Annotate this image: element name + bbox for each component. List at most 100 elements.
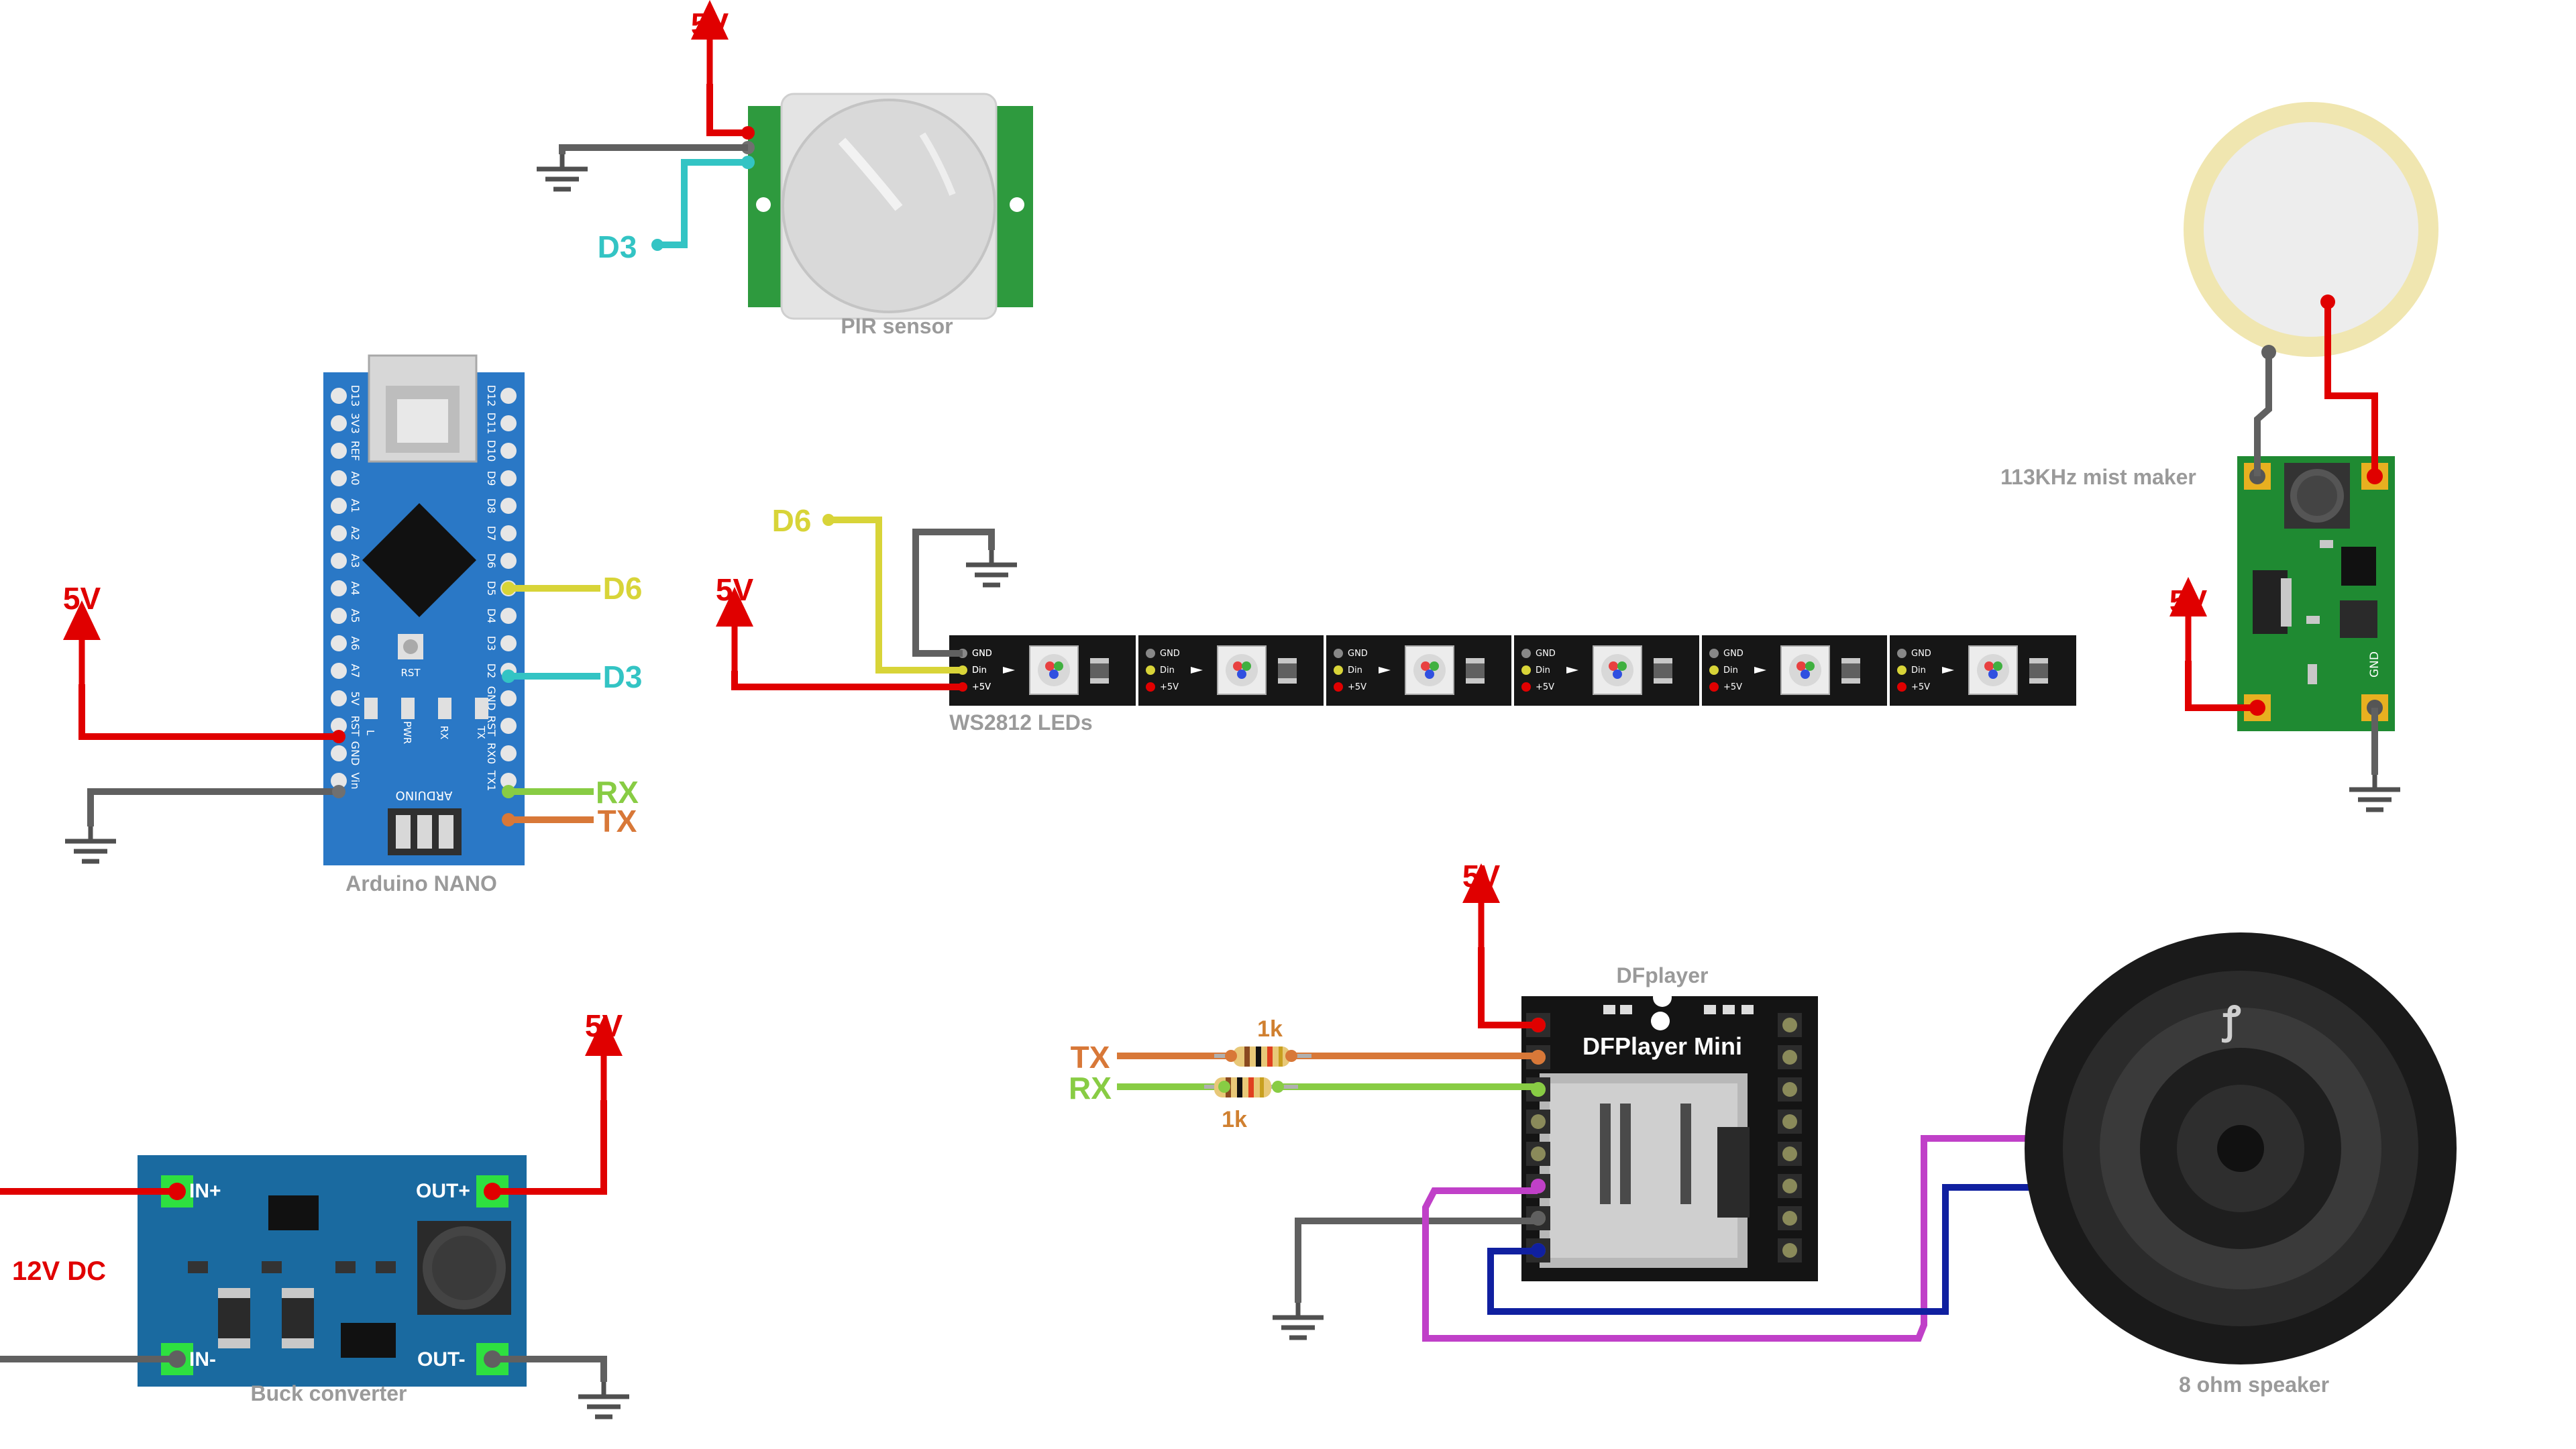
mist-maker: GND 113KHz mist maker (2000, 102, 2438, 731)
dfplayer-5v-label: 5V (1462, 859, 1501, 894)
ground-icon (578, 1382, 629, 1417)
pir-wires (559, 84, 748, 251)
nano-pin-right-13 (500, 745, 517, 761)
nano-pin-left-9 (331, 635, 347, 651)
led-5v-pin: +5V (972, 682, 991, 692)
nano-pin-right-8 (500, 608, 517, 624)
nano-pin-label-left-2: REF (349, 441, 362, 461)
arduino-nano-label: Arduino NANO (345, 871, 497, 896)
mist-maker-label: 113KHz mist maker (2000, 465, 2196, 489)
nano-led-2 (438, 698, 451, 719)
dfplayer-right-pin-4 (1782, 1146, 1797, 1161)
mist-5v-label: 5V (2169, 584, 2208, 619)
nano-pin-label-right-14: TX1 (485, 770, 498, 792)
buck-in-minus-pin: IN- (189, 1348, 216, 1371)
buck-5v-label: 5V (585, 1008, 623, 1043)
ws2812-led-strip: GND Din +5V WS2812 LEDs (949, 635, 2077, 735)
nano-pin-left-6 (331, 553, 347, 569)
nano-pin-left-12 (331, 718, 347, 734)
nano-pin-label-left-0: D13 (349, 385, 362, 407)
nano-led-label-3: TX (475, 725, 487, 739)
nano-pin-left-7 (331, 580, 347, 596)
nano-pin-right-5 (500, 525, 517, 541)
mist-gnd-pin: GND (2368, 651, 2381, 678)
nano-pin-label-right-10: D2 (485, 663, 498, 679)
mist-wires (2185, 294, 2378, 775)
nano-tx-label: TX (598, 804, 637, 839)
nano-wires (78, 582, 600, 826)
nano-pin-label-right-1: D11 (485, 413, 498, 435)
nano-pin-label-left-7: A4 (349, 581, 362, 595)
nano-status-leds: L PWR RX TX (364, 698, 488, 744)
resistor-rx-value: 1k (1222, 1107, 1247, 1132)
buck-out-minus-pin: OUT- (417, 1348, 466, 1371)
buck-wires (0, 1100, 607, 1382)
nano-pin-label-right-5: D7 (485, 526, 498, 541)
dfplayer-board-title: DFPlayer Mini (1582, 1032, 1742, 1060)
nano-pin-left-5 (331, 525, 347, 541)
ground-icon (1273, 1303, 1324, 1338)
nano-pin-label-left-4: A1 (349, 498, 362, 513)
nano-pin-label-right-13: RX0 (485, 743, 498, 764)
nano-pin-label-left-9: A6 (349, 636, 362, 650)
nano-pin-right-1 (500, 415, 517, 431)
nano-led-label-1: PWR (401, 721, 413, 744)
nano-pin-label-right-0: D12 (485, 385, 498, 407)
resistor-tx (1214, 1046, 1311, 1067)
nano-pin-label-left-10: A7 (349, 663, 362, 678)
nano-pin-label-left-1: 3V3 (349, 413, 362, 433)
ground-icon (966, 550, 1017, 585)
buck-out-plus-pin: OUT+ (416, 1180, 470, 1202)
pir-sensor: PIR sensor (741, 93, 1033, 338)
nano-led-3 (475, 698, 488, 719)
pir-5v-label: 5V (691, 7, 729, 42)
led-5v-label: 5V (716, 572, 754, 607)
dfplayer-tx-label: TX (1071, 1040, 1110, 1075)
nano-pin-label-right-12: RST (485, 715, 498, 736)
nano-pin-label-left-13: GND (349, 741, 362, 766)
nano-pin-label-left-6: A3 (349, 553, 362, 568)
nano-pin-left-14 (331, 773, 347, 789)
nano-pin-label-left-12: RST (349, 715, 362, 736)
arduino-nano: RST D133V3REFA0A1A2A3A4A5A6A75VRSTGNDVin… (323, 354, 525, 896)
dfplayer-right-pin-7 (1782, 1243, 1797, 1258)
dfplayer-left-pin-4 (1531, 1146, 1546, 1161)
nano-pin-label-right-8: D4 (485, 608, 498, 624)
nano-pin-right-3 (500, 470, 517, 486)
speaker: ꝭ 8 ohm speaker (2025, 932, 2457, 1397)
nano-pin-right-9 (500, 635, 517, 651)
led-d6-label: D6 (772, 503, 812, 538)
nano-pin-label-right-6: D6 (485, 553, 498, 569)
nano-pin-label-left-5: A2 (349, 526, 362, 540)
nano-pin-left-11 (331, 690, 347, 706)
dfplayer-label: DFplayer (1617, 963, 1709, 987)
nano-pin-right-12 (500, 718, 517, 734)
nano-pin-label-left-3: A0 (349, 471, 362, 485)
led-wires (731, 514, 995, 690)
nano-rst-label: RST (400, 667, 421, 679)
speaker-logo-icon: ꝭ (2222, 999, 2241, 1043)
nano-pin-label-left-11: 5V (349, 691, 362, 705)
led-din-pin: Din (972, 665, 987, 676)
nano-d3-label: D3 (603, 659, 643, 694)
nano-d6-label: D6 (603, 571, 643, 606)
ws2812-label: WS2812 LEDs (949, 710, 1092, 735)
resistor-tx-value: 1k (1257, 1016, 1283, 1042)
nano-pin-right-2 (500, 443, 517, 459)
nano-led-label-2: RX (438, 726, 450, 740)
dfplayer-connected-pin-0 (1531, 1018, 1546, 1032)
nano-pin-left-8 (331, 608, 347, 624)
nano-led-label-0: L (364, 730, 376, 736)
nano-led-1 (401, 698, 415, 719)
nano-5v-label: 5V (63, 581, 101, 616)
dfplayer-right-pin-6 (1782, 1211, 1797, 1226)
pir-d3-label: D3 (598, 229, 637, 264)
nano-pin-right-0 (500, 388, 517, 404)
nano-pin-right-6 (500, 553, 517, 569)
nano-board-brand: ARDUINO (396, 788, 453, 802)
ground-icon (537, 154, 588, 189)
input-12v-label: 12V DC (12, 1256, 106, 1286)
